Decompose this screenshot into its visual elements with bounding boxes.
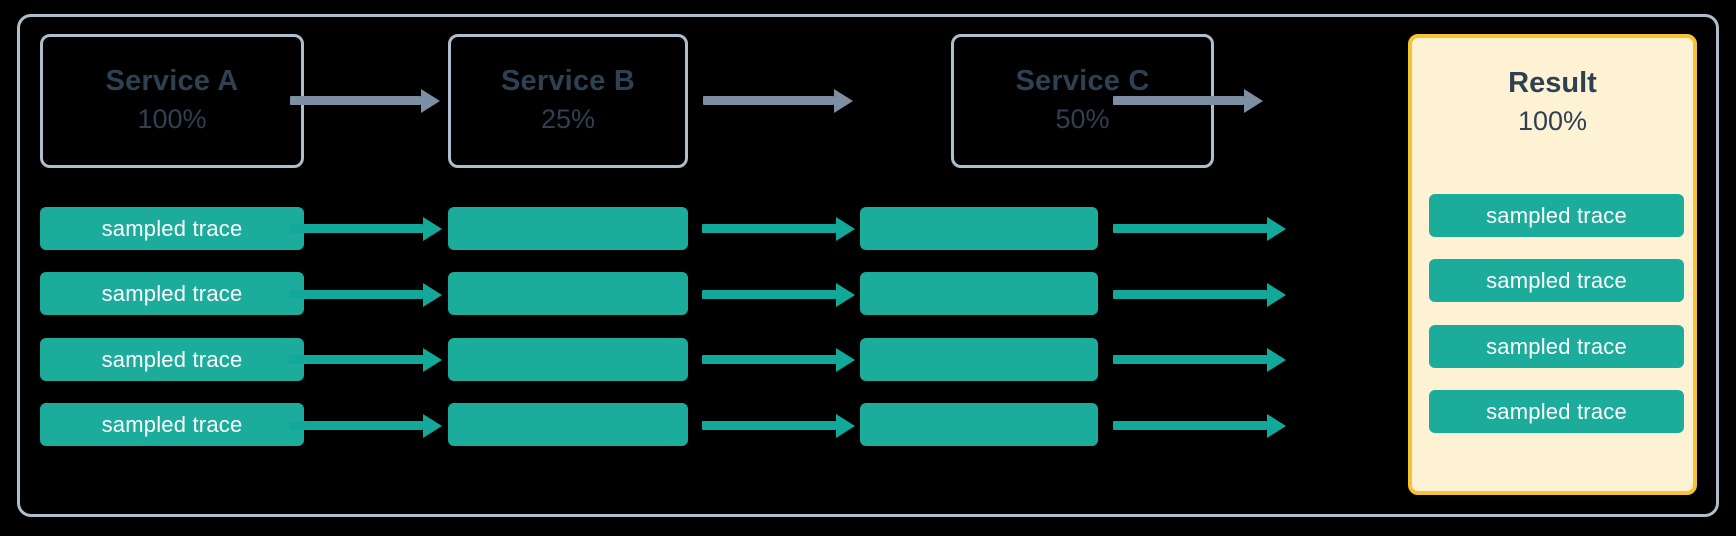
arrow-shaft	[289, 290, 423, 299]
trace-bar-service-b-1[interactable]	[448, 207, 688, 250]
arrow-shaft	[1113, 421, 1267, 430]
trace-bar-service-a-4[interactable]: sampled trace	[40, 403, 304, 446]
trace-bar-service-b-4[interactable]	[448, 403, 688, 446]
service-node-service-b[interactable]: Service B 25%	[448, 34, 688, 168]
arrow-shaft	[289, 421, 423, 430]
result-node[interactable]: Result 100% sampled trace sampled trace …	[1408, 34, 1697, 495]
service-sample-rate: 25%	[540, 103, 596, 134]
trace-bar-service-a-3[interactable]: sampled trace	[40, 338, 304, 381]
arrow-head-icon	[421, 88, 440, 113]
arrow-head-icon	[1267, 216, 1286, 241]
arrow-shaft	[1113, 290, 1267, 299]
arrow-head-icon	[836, 216, 855, 241]
arrow-head-icon	[1267, 413, 1286, 438]
arrow-head-icon	[836, 347, 855, 372]
result-sample-rate: 100%	[1517, 105, 1588, 136]
diagram-outer-frame	[17, 14, 1719, 517]
trace-bar-service-c-2[interactable]	[860, 272, 1098, 315]
service-sample-rate: 50%	[1055, 103, 1110, 134]
arrow-shaft	[1113, 224, 1267, 233]
trace-bar-result-2[interactable]: sampled trace	[1429, 259, 1684, 302]
arrow-head-icon	[1267, 282, 1286, 307]
service-node-service-a[interactable]: Service A 100%	[40, 34, 304, 168]
arrow-shaft	[290, 96, 421, 105]
arrow-shaft	[703, 96, 834, 105]
service-name: Service C	[1015, 65, 1150, 98]
trace-bar-service-c-1[interactable]	[860, 207, 1098, 250]
arrow-head-icon	[1244, 88, 1263, 113]
arrow-head-icon	[836, 282, 855, 307]
arrow-head-icon	[423, 216, 442, 241]
result-name: Result	[1508, 67, 1597, 100]
trace-bar-result-1[interactable]: sampled trace	[1429, 194, 1684, 237]
arrow-shaft	[289, 355, 423, 364]
trace-bar-service-b-3[interactable]	[448, 338, 688, 381]
arrow-shaft	[702, 421, 836, 430]
arrow-shaft	[702, 355, 836, 364]
trace-bar-result-3[interactable]: sampled trace	[1429, 325, 1684, 368]
trace-bar-service-b-2[interactable]	[448, 272, 688, 315]
arrow-head-icon	[423, 347, 442, 372]
arrow-head-icon	[1267, 347, 1286, 372]
trace-bar-result-4[interactable]: sampled trace	[1429, 390, 1684, 433]
service-sample-rate: 100%	[137, 103, 207, 134]
arrow-head-icon	[834, 88, 853, 113]
trace-bar-service-c-3[interactable]	[860, 338, 1098, 381]
trace-bar-service-a-2[interactable]: sampled trace	[40, 272, 304, 315]
result-header: Result 100%	[1412, 38, 1693, 168]
trace-bar-service-a-1[interactable]: sampled trace	[40, 207, 304, 250]
service-name: Service B	[501, 65, 635, 98]
arrow-head-icon	[423, 413, 442, 438]
arrow-shaft	[702, 290, 836, 299]
arrow-head-icon	[423, 282, 442, 307]
arrow-shaft	[702, 224, 836, 233]
arrow-shaft	[1113, 96, 1244, 105]
arrow-head-icon	[836, 413, 855, 438]
arrow-shaft	[1113, 355, 1267, 364]
arrow-shaft	[289, 224, 423, 233]
service-name: Service A	[105, 65, 239, 98]
trace-bar-service-c-4[interactable]	[860, 403, 1098, 446]
